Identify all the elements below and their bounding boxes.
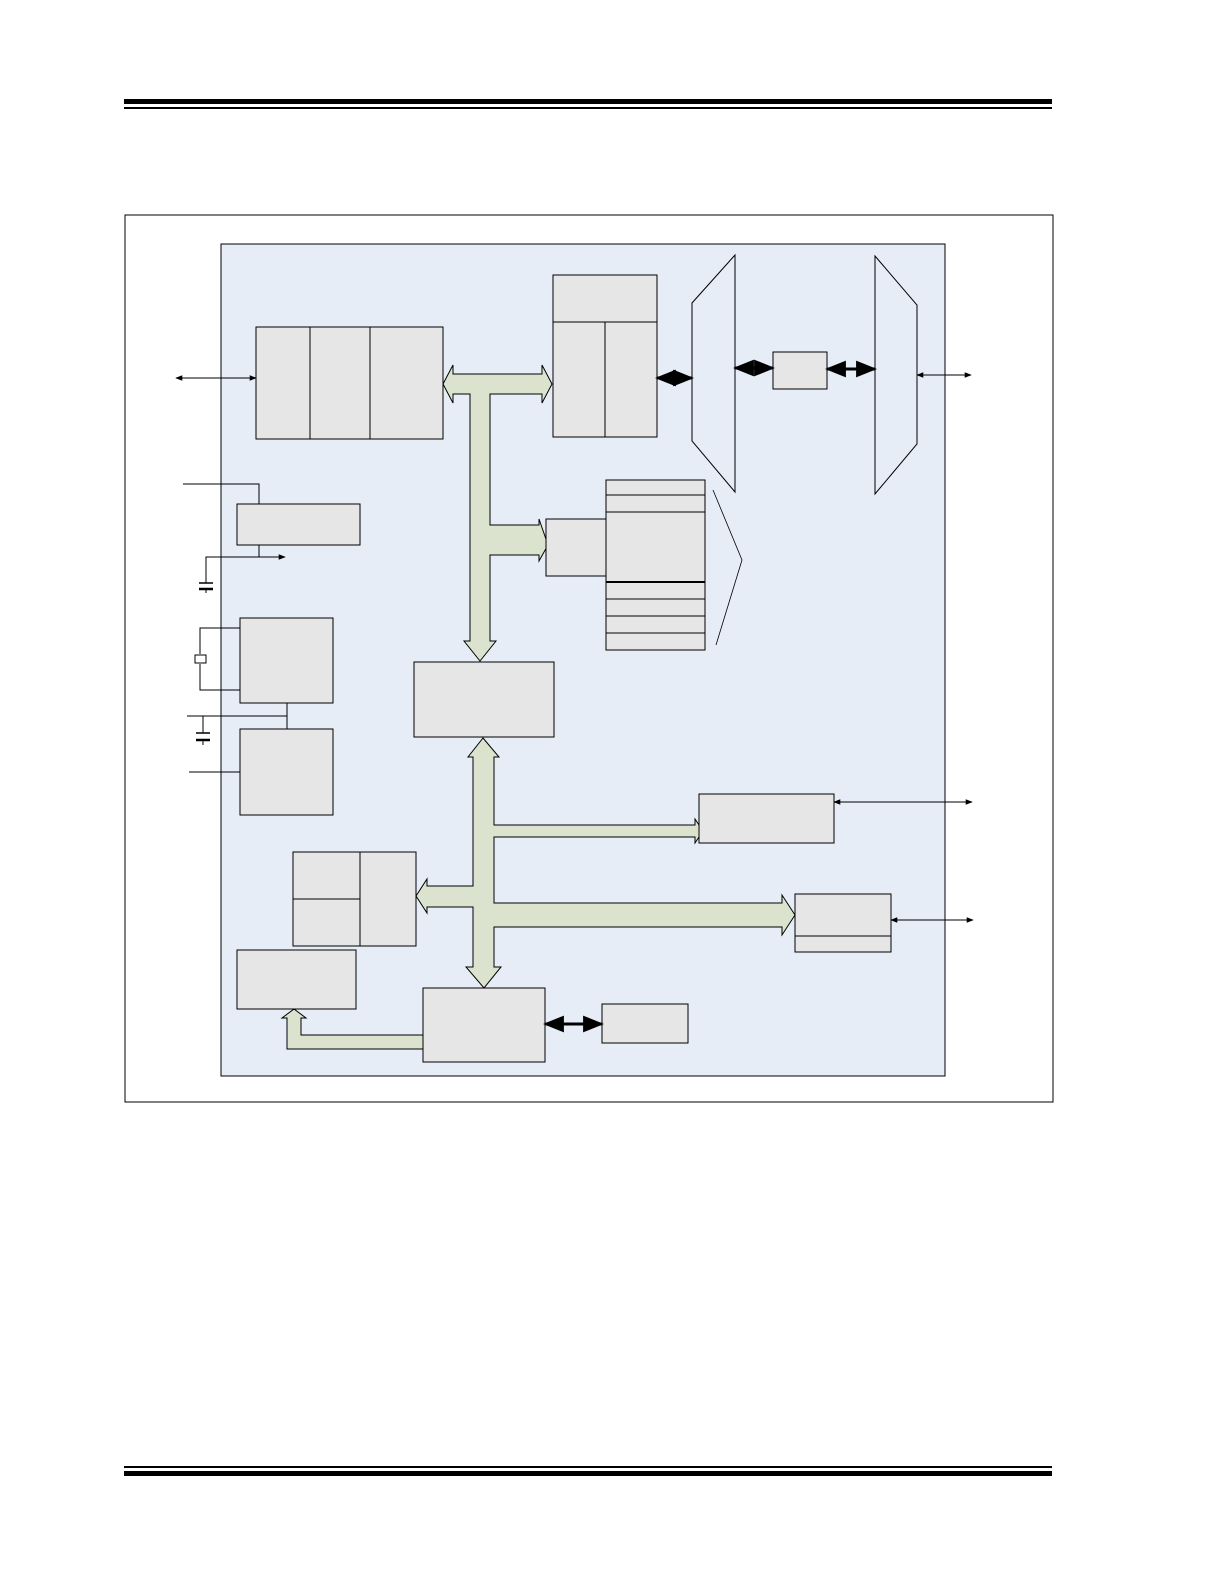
crystal-bottom-wire [199,664,240,691]
lower-center-block [422,987,546,1063]
small-center-box [772,351,828,390]
oscillator-block [239,617,334,704]
callout-bracket [712,489,743,646]
left-io-block-col-1 [255,326,311,440]
left-io-block-col-3 [369,326,444,440]
reset-block [239,728,334,816]
regulator-input-line [183,483,260,504]
footer-rule-thick [124,1471,1052,1476]
header-rule-thin [124,107,1052,109]
lower-left-block [236,949,357,1010]
bus-bottom-left [280,1008,424,1050]
bus-lower-vertical [415,737,796,989]
header-rule-thick [124,99,1052,104]
footer-rule-thin [124,1466,1052,1468]
left-io-block-col-2 [309,326,371,440]
memory-split-block-left-bottom [292,898,361,947]
peripheral-block-right-2 [794,893,892,953]
register-stack [605,479,706,651]
peripheral-block-right-1 [698,793,835,844]
memory-split-block-right [359,851,417,947]
regulator-cap-line [205,556,259,583]
lower-right-small-block [601,1003,689,1044]
crystal-icon [194,654,207,664]
memory-split-block-left-top [292,851,361,900]
central-controller-block [413,661,555,738]
trapezoid-mux-1 [691,253,736,494]
trapezoid-mux-2 [874,254,918,496]
regulator-block [236,503,361,546]
register-stack-side [545,518,607,577]
crystal-top-wire [199,627,240,654]
